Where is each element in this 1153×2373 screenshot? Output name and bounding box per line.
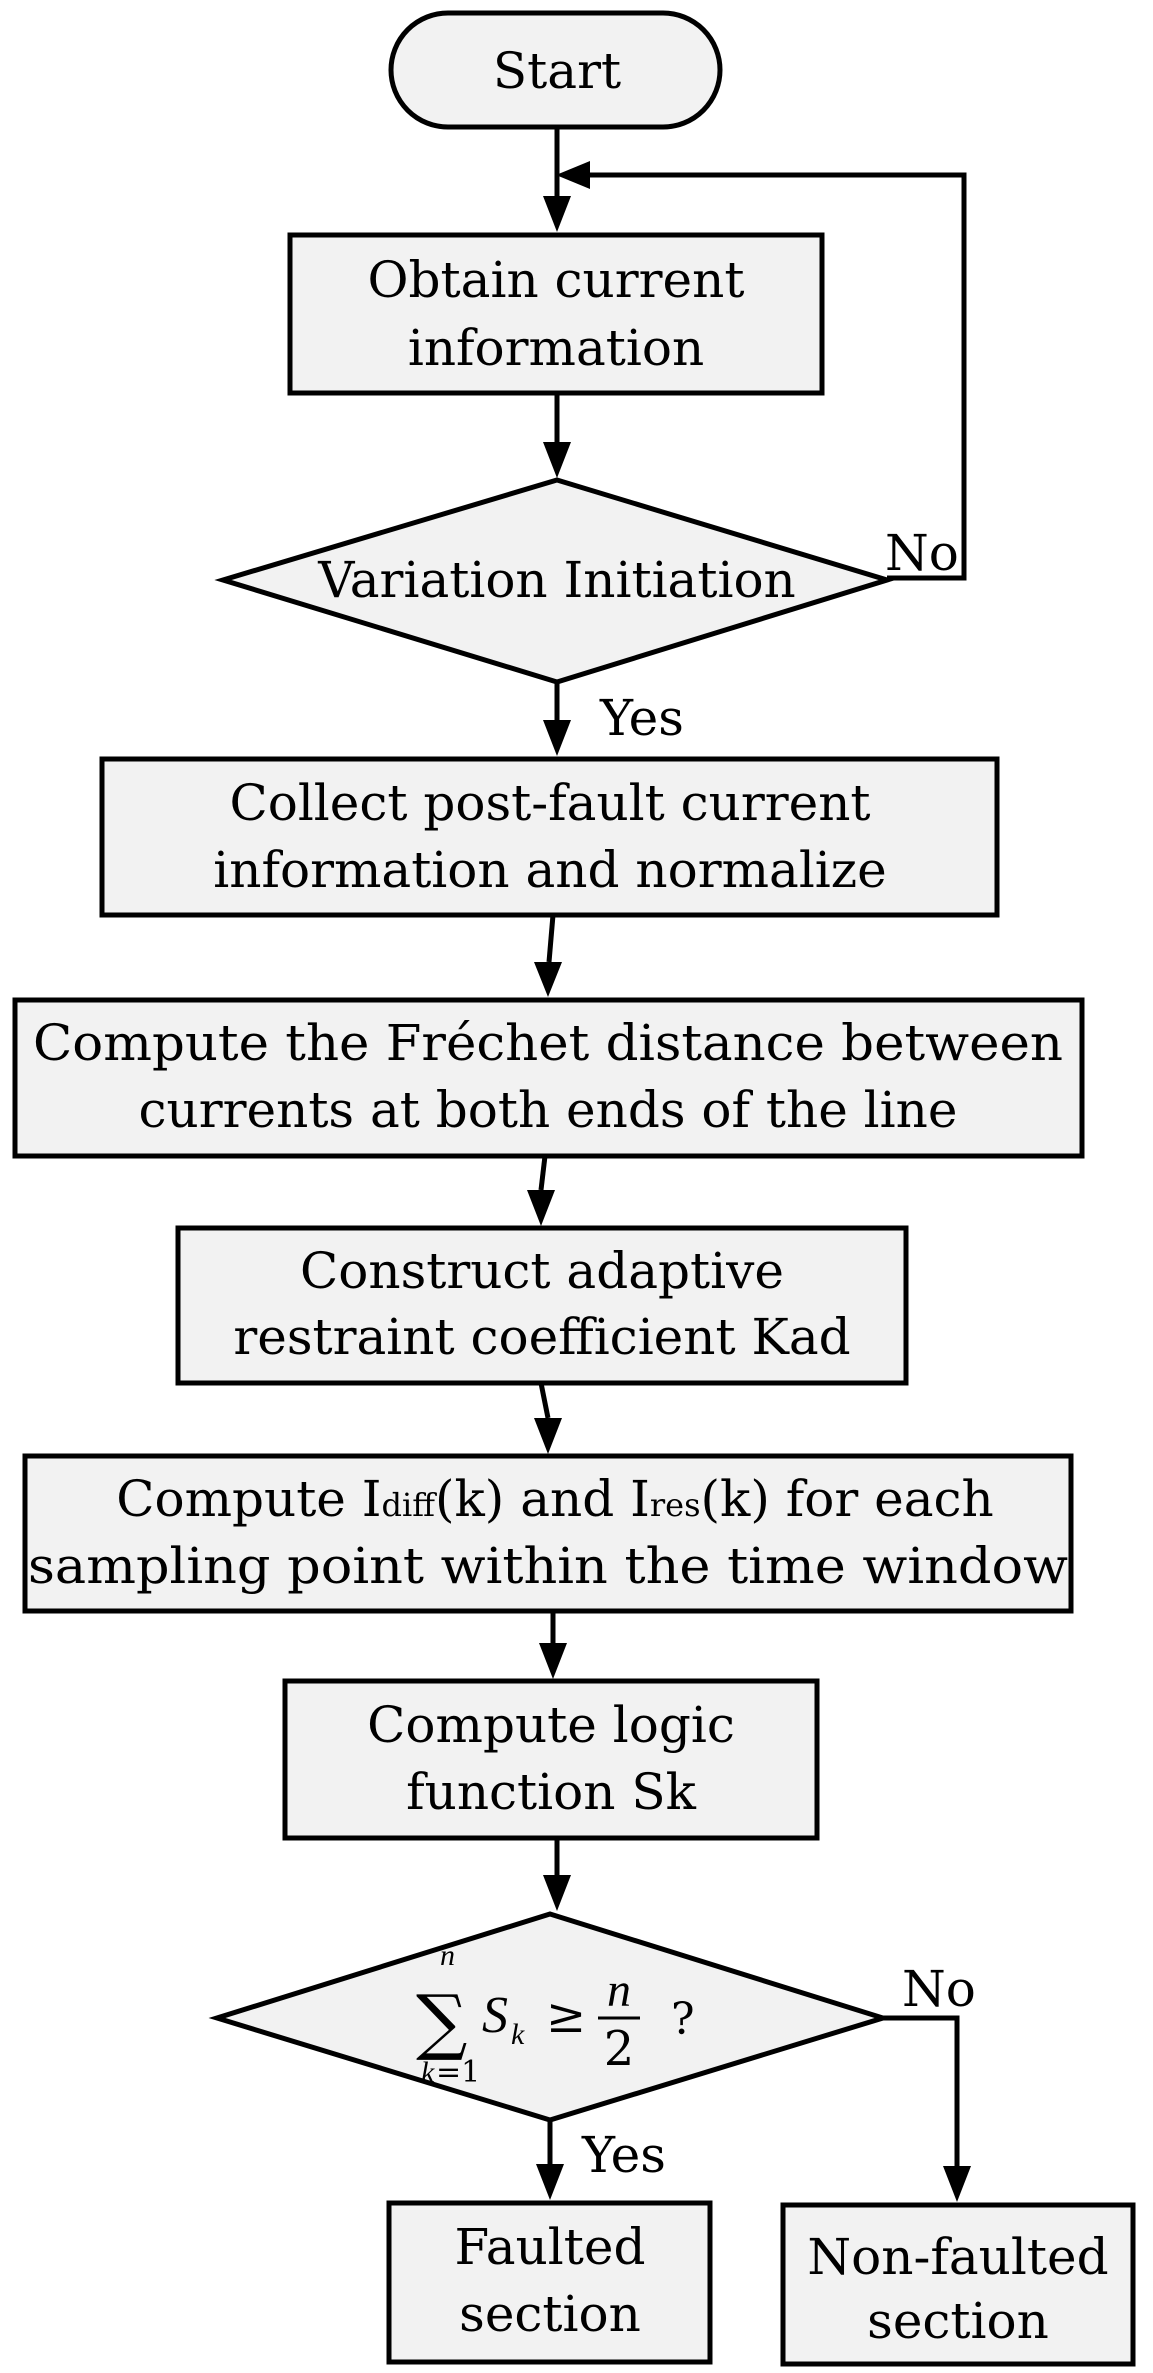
arrow-frechet-to-construct (538, 1155, 548, 1191)
arrow-collect-to-frechet (546, 914, 556, 963)
construct-box (175, 1225, 909, 1386)
logic-node: Compute logic function Sk (282, 1678, 820, 1841)
sum-upper-limit: n (440, 1939, 455, 1972)
idiff-box (22, 1453, 1074, 1614)
sum-decision: ∑ n k =1 S k ≥ n 2 ? (208, 1911, 892, 2123)
frechet-label-line1: Compute the Fréchet distance between (33, 1014, 1063, 1072)
obtain-box (287, 232, 825, 396)
arrowhead-decision (543, 1875, 571, 1911)
variation-diamond (214, 477, 896, 685)
collect-box (99, 756, 1000, 918)
collect-node: Collect post-fault current information a… (99, 756, 1000, 918)
start-label: Start (493, 42, 621, 100)
faulted-label-line1: Faulted (455, 2218, 646, 2276)
arrowhead-collect (543, 720, 571, 756)
idiff-pre: Compute I (116, 1470, 381, 1528)
logic-label-line2: function Sk (406, 1763, 696, 1821)
frechet-label-line2: currents at both ends of the line (139, 1081, 958, 1139)
fraction-numerator: n (607, 1964, 631, 2017)
collect-label-line1: Collect post-fault current (229, 774, 870, 832)
obtain-label-line1: Obtain current (368, 251, 745, 309)
sum-lower-eq: =1 (436, 2055, 480, 2090)
start-node: Start (388, 10, 723, 130)
arrowhead-idiff (534, 1418, 562, 1454)
arrowhead-loop (556, 161, 590, 189)
obtain-label-line2: information (408, 319, 704, 377)
arrowhead-frechet (534, 962, 562, 997)
idiff-label-line2: sampling point within the time window (28, 1537, 1068, 1595)
arrowhead-obtain (543, 196, 571, 232)
collect-label-line2: information and normalize (213, 841, 886, 899)
arrowhead-logic (539, 1643, 567, 1679)
variation-label: Variation Initiation (317, 551, 796, 609)
label-yes-decision: Yes (581, 2126, 666, 2184)
label-no-variation: No (885, 524, 959, 582)
logic-label-line1: Compute logic (367, 1696, 735, 1754)
nonfaulted-box (780, 2202, 1136, 2367)
idiff-mid: (k) and I (435, 1470, 650, 1528)
faulted-node: Faulted section (386, 2200, 713, 2365)
sum-diamond (208, 1911, 892, 2123)
faulted-box (386, 2200, 713, 2365)
sum-lower-k: k (421, 2056, 435, 2089)
label-no-decision: No (902, 1960, 976, 2018)
arrowhead-nonfaulted (943, 2166, 971, 2202)
sum-sign: ∑ (416, 1979, 467, 2063)
idiff-sub-diff: diff (382, 1486, 438, 1524)
idiff-label-line1: Compute Idiff(k) and Ires(k) for each (116, 1470, 994, 1528)
frechet-node: Compute the Fréchet distance between cur… (12, 997, 1085, 1159)
fraction-denominator: 2 (604, 2021, 635, 2077)
nonfaulted-label-line2: section (867, 2292, 1049, 2350)
obtain-node: Obtain current information (287, 232, 825, 396)
sum-term-S: S (482, 1987, 508, 2044)
arrowhead-construct (527, 1190, 555, 1226)
question-mark: ? (671, 1994, 695, 2045)
nonfaulted-label-line1: Non-faulted (807, 2228, 1108, 2286)
arrow-construct-to-idiff (538, 1382, 551, 1419)
variation-decision: Variation Initiation (214, 477, 896, 685)
construct-label-line2: restraint coefficient Kad (233, 1308, 850, 1366)
arrowhead-faulted (536, 2164, 564, 2200)
construct-label-line1: Construct adaptive (300, 1242, 784, 1300)
logic-box (282, 1678, 820, 1841)
idiff-node: Compute Idiff(k) and Ires(k) for each sa… (22, 1453, 1074, 1614)
arrow-decision-to-nonfaulted (883, 2015, 960, 2166)
loop-back-line (590, 172, 967, 581)
nonfaulted-node: Non-faulted section (780, 2202, 1136, 2367)
idiff-sub-res: res (650, 1486, 701, 1524)
idiff-post: (k) for each (701, 1470, 994, 1528)
connectors (527, 128, 971, 2202)
faulted-label-line2: section (459, 2285, 641, 2343)
geq-sign: ≥ (546, 1988, 586, 2044)
frechet-box (12, 997, 1085, 1159)
sum-term-sub-k: k (511, 2018, 525, 2051)
arrowhead-variation (543, 442, 571, 478)
start-terminator (388, 10, 723, 130)
label-yes-variation: Yes (599, 689, 684, 747)
construct-node: Construct adaptive restraint coefficient… (175, 1225, 909, 1386)
